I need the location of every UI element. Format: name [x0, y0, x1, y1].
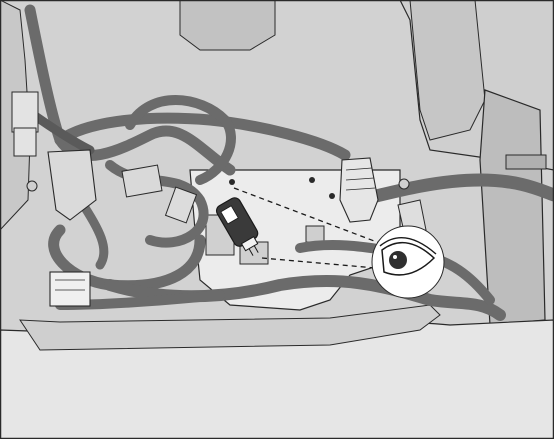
- right-pillar: [480, 90, 545, 325]
- eye-icon: [372, 226, 444, 298]
- right-pillar-tab: [506, 155, 546, 169]
- bracket-hole: [309, 177, 315, 183]
- connector-icon: [14, 128, 36, 156]
- connector-icon: [50, 272, 90, 306]
- bracket-stud: [306, 226, 324, 242]
- dash-center-recess: [180, 0, 275, 50]
- connector-icon: [340, 158, 378, 222]
- bracket-hole: [229, 179, 235, 185]
- connector-icon: [122, 165, 162, 197]
- connector-icon: [12, 92, 38, 132]
- bracket-hole: [329, 193, 335, 199]
